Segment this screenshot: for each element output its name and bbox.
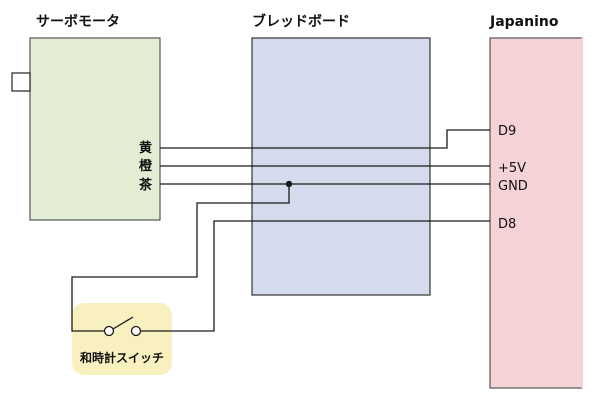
pin-gnd: GND xyxy=(498,179,528,194)
switch-lever xyxy=(112,316,134,330)
japanino-block: Japanino D9 +5V GND D8 xyxy=(489,14,583,389)
switch-label: 和時計スイッチ xyxy=(79,350,164,365)
breadboard-title: ブレッドボード xyxy=(252,13,350,30)
servo-title: サーボモータ xyxy=(36,14,120,30)
wire-color-yellow: 黄 xyxy=(139,140,152,156)
wire-yellow-d9 xyxy=(160,129,490,149)
clock-switch-block: 和時計スイッチ xyxy=(72,303,172,375)
japanino-body xyxy=(489,37,583,389)
wires xyxy=(71,129,490,332)
pin-d8: D8 xyxy=(498,217,516,232)
servo-motor-block: サーボモータ 黄 橙 茶 xyxy=(11,14,161,221)
wire-color-orange: 橙 xyxy=(139,158,153,174)
switch-contact-right xyxy=(130,325,142,337)
wire-gnd-switch xyxy=(71,184,290,332)
switch-contact-left xyxy=(103,325,115,337)
wire-d8-switch xyxy=(141,220,490,332)
wire-color-brown: 茶 xyxy=(139,177,153,193)
japanino-title: Japanino xyxy=(489,14,559,30)
servo-body xyxy=(29,37,161,221)
breadboard-block: ブレッドボード xyxy=(251,13,431,296)
pin-5v: +5V xyxy=(498,161,526,176)
switch-background xyxy=(72,303,172,375)
pin-d9: D9 xyxy=(498,124,516,139)
servo-shaft xyxy=(11,72,31,92)
